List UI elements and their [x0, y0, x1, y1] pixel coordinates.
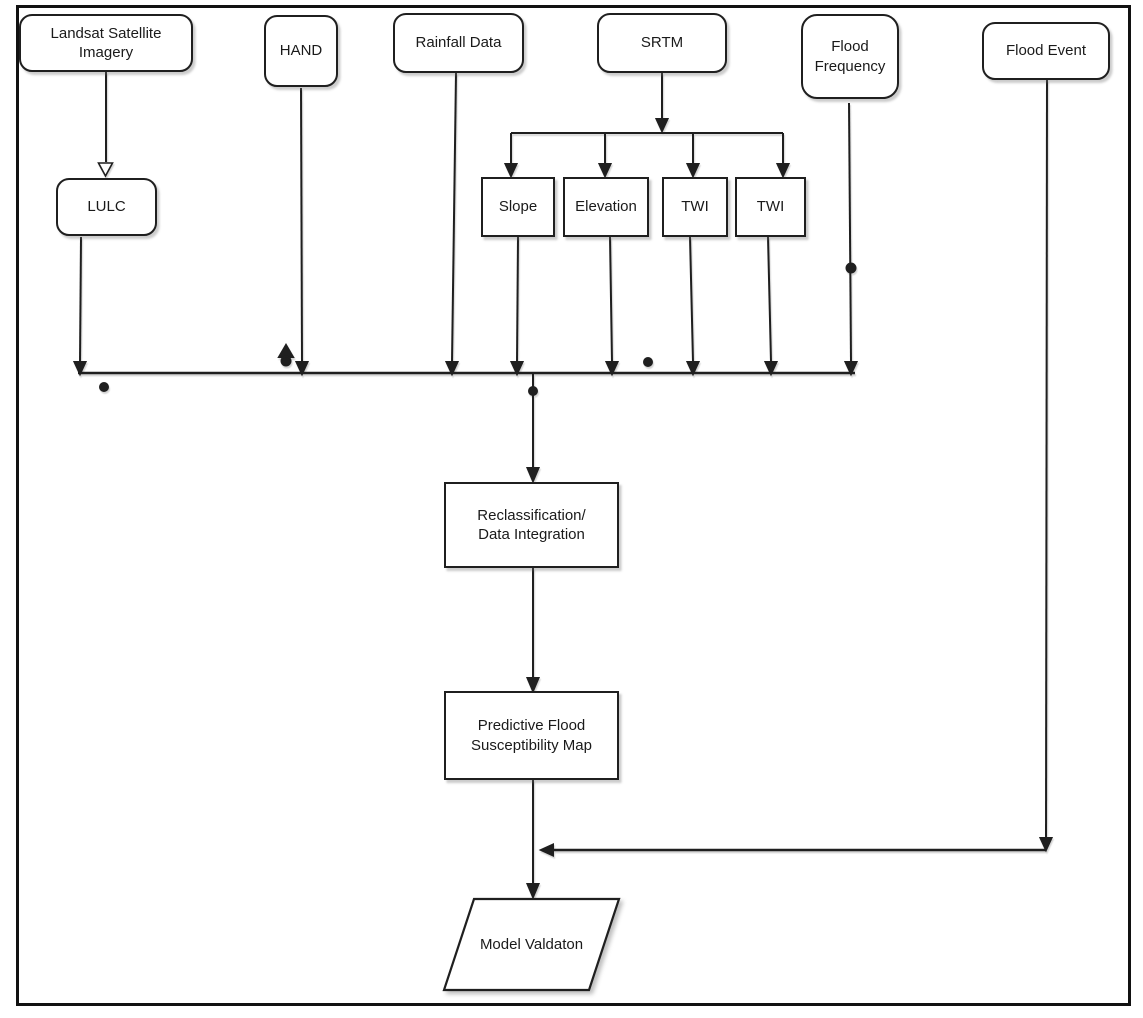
arrowhead-twi2	[775, 163, 791, 179]
node-label: LULC	[87, 198, 126, 216]
junction-dot-floodfrequency	[845, 262, 857, 274]
arrowhead-floodevent-join	[538, 842, 554, 858]
node-elevation: Elevation	[563, 177, 649, 237]
node-label: HAND	[279, 42, 323, 60]
junction-dot-left	[99, 382, 109, 392]
node-landsat-satellite-imagery: Landsat Satellite Imagery	[19, 14, 193, 72]
node-label: Slope	[498, 198, 538, 216]
arrowhead-twi2-drop	[763, 361, 779, 377]
junction-dot-hand	[280, 355, 292, 367]
node-twi-1: TWI	[662, 177, 728, 237]
arrowhead-rainfall-drop	[444, 361, 460, 377]
node-hand: HAND	[264, 15, 338, 87]
arrowhead-floodfrequency-drop	[843, 361, 859, 377]
arrowhead-slope	[503, 163, 519, 179]
arrowhead-elevation-drop	[604, 361, 620, 377]
node-label: Predictive Flood Susceptibility Map	[471, 717, 592, 754]
node-label: SRTM	[640, 34, 684, 52]
node-label: Model Valdaton	[479, 936, 584, 953]
edge-lulc-to-mainline	[79, 236, 82, 363]
node-predictive-flood-susceptibility-map: Predictive Flood Susceptibility Map	[444, 691, 619, 780]
node-model-validation-label: Model Valdaton	[444, 899, 619, 990]
arrowhead-reclassification	[525, 467, 541, 484]
node-srtm: SRTM	[597, 13, 727, 73]
hollow-arrowhead-icon	[97, 162, 114, 178]
node-lulc: LULC	[56, 178, 157, 236]
node-flood-event: Flood Event	[982, 22, 1110, 80]
node-label: Rainfall Data	[415, 34, 502, 52]
arrowhead-hand-drop	[294, 361, 310, 377]
edge-twi1-to-mainline	[689, 236, 694, 363]
edge-elevation-to-mainline	[609, 236, 613, 363]
arrowhead-srtm	[654, 118, 670, 134]
arrowhead-elevation	[597, 163, 613, 179]
arrowhead-predictive	[525, 677, 541, 694]
edge-hand-to-mainline	[300, 87, 303, 363]
edge-floodfrequency-to-mainline	[848, 102, 852, 363]
arrowhead-lulc-drop	[72, 361, 88, 377]
arrowhead-twi1-drop	[685, 361, 701, 377]
node-label: TWI	[681, 198, 709, 216]
node-label: Flood Event	[1005, 42, 1087, 60]
arrowhead-twi1	[685, 163, 701, 179]
node-twi-2: TWI	[735, 177, 806, 237]
node-label: Landsat Satellite Imagery	[50, 24, 162, 62]
model-validation-parallelogram	[442, 897, 621, 992]
stray-arrowhead-hand	[277, 343, 295, 358]
node-reclassification-data-integration: Reclassification/ Data Integration	[444, 482, 619, 568]
arrowhead-floodevent-corner	[1038, 837, 1054, 853]
edge-floodevent-vertical	[1045, 79, 1048, 839]
node-flood-frequency: Flood Frequency	[801, 14, 899, 99]
node-label: Reclassification/ Data Integration	[477, 506, 586, 544]
edge-twi2-to-mainline	[767, 236, 772, 363]
node-label: TWI	[756, 198, 785, 216]
node-slope: Slope	[481, 177, 555, 237]
node-label: Elevation	[575, 198, 637, 216]
junction-dot-center	[528, 386, 538, 396]
node-rainfall-data: Rainfall Data	[393, 13, 524, 73]
node-label: Flood Frequency	[814, 38, 886, 75]
arrowhead-model	[525, 883, 541, 900]
edge-slope-to-mainline	[516, 236, 519, 363]
outer-frame	[16, 5, 1131, 1006]
arrowhead-slope-drop	[509, 361, 525, 377]
edge-rainfall-to-mainline	[451, 72, 457, 363]
junction-dot-elevation	[643, 357, 653, 367]
